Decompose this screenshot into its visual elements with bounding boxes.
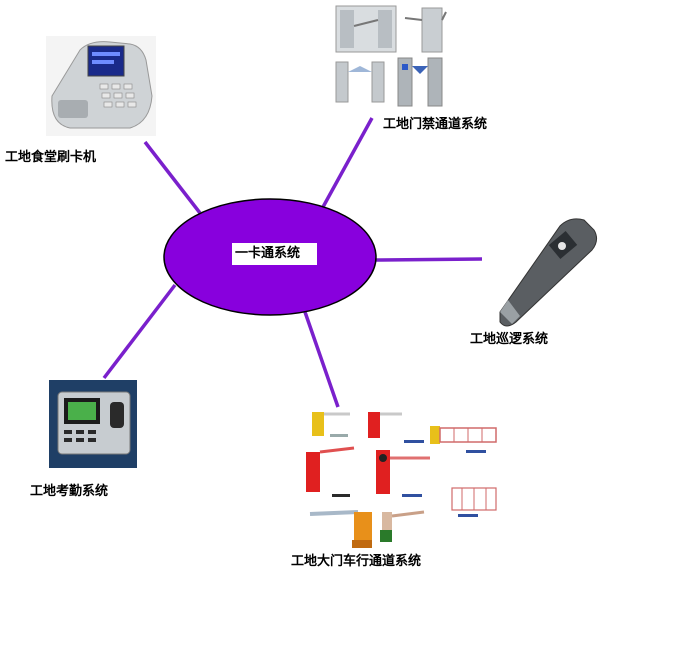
connector-attendance: [102, 283, 177, 380]
center-label: 一卡通系统: [232, 243, 317, 265]
patrol-stick-icon: [499, 218, 598, 327]
connector-patrol: [375, 257, 483, 262]
node-label-canteen: 工地食堂刷卡机: [5, 150, 97, 165]
connector-canteen: [143, 140, 202, 215]
connector-vehicle: [303, 311, 340, 408]
node-label-patrol: 工地巡逻系统: [470, 332, 549, 347]
card-reader-terminal-icon: [46, 36, 156, 136]
barrier-gates-icon: [306, 412, 497, 548]
node-label-attendance: 工地考勤系统: [30, 484, 109, 499]
fingerprint-terminal-icon: [49, 380, 137, 468]
node-label-access: 工地门禁通道系统: [383, 117, 488, 132]
node-label-vehicle: 工地大门车行通道系统: [291, 554, 422, 569]
turnstile-gates-icon: [335, 5, 447, 107]
connector-access: [321, 117, 374, 208]
